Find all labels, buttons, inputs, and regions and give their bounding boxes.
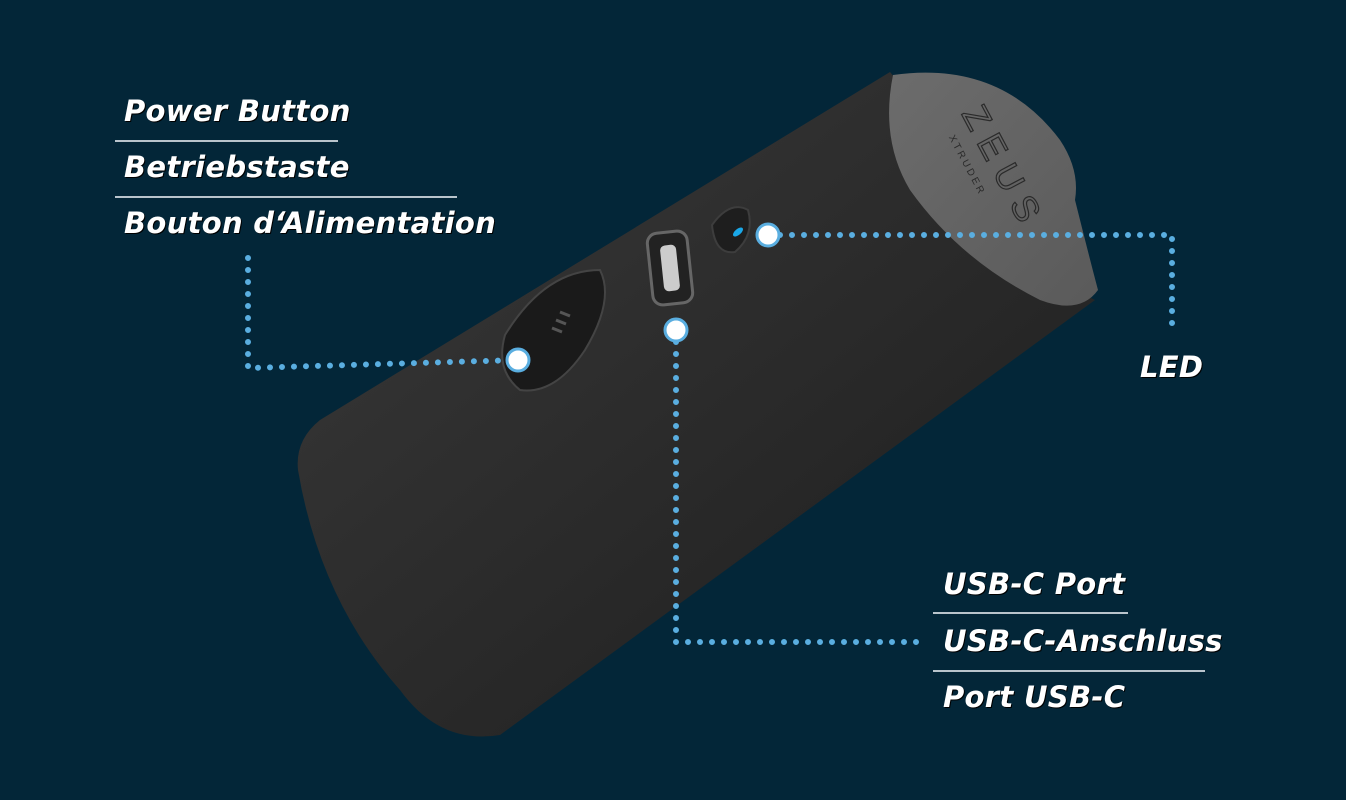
divider [115,196,457,198]
usb-marker[interactable] [663,317,689,343]
divider [115,140,338,142]
power-label-de: Betriebstaste [124,150,350,184]
power-callout-line [245,255,521,372]
led-callout-line [765,232,1175,331]
power-label-en: Power Button [124,94,351,128]
power-label-fr: Bouton d‘Alimentation [124,206,497,240]
usb-label-en: USB-C Port [943,567,1126,601]
usb-label-de: USB-C-Anschluss [943,624,1223,658]
power-marker[interactable] [505,347,531,373]
led-label: LED [1140,350,1204,384]
end-cap [889,72,1098,306]
divider [933,612,1128,614]
led-light [733,227,743,237]
usb-label-fr: Port USB-C [943,680,1126,714]
usb-callout-line [673,327,923,645]
led-housing [710,206,751,254]
divider [933,670,1205,672]
button-grip-icon [551,310,571,334]
device-body: Z E U S X T R U D E R [297,72,1098,737]
led-marker[interactable] [755,222,781,248]
